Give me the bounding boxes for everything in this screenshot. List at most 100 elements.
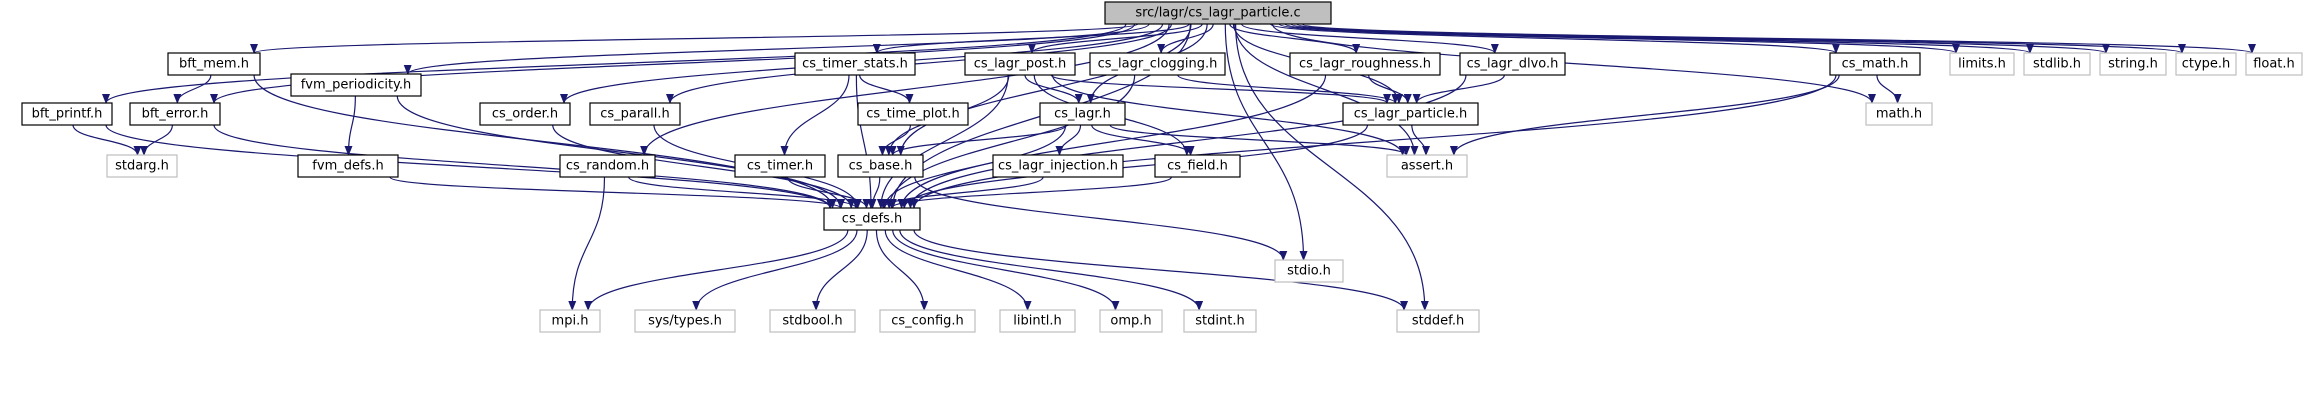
node-box (2245, 52, 2303, 76)
node-label: stddef.h (1412, 314, 1464, 329)
edge-cs_lagr_particle_h-to-cs_defs (900, 124, 1369, 209)
node-cs-lagr-roughness[interactable]: cs_lagr_roughness.h (1289, 52, 1441, 76)
node-box (1154, 154, 1241, 178)
edge-cs_lagr_post-to-cs_lagr_particle_h (1050, 74, 1391, 104)
node-label: bft_mem.h (179, 57, 249, 72)
node-box (539, 309, 601, 333)
node-box (1039, 102, 1126, 126)
node-label: omp.h (1110, 314, 1151, 329)
edge-fvm_periodicity-to-cs_defs (396, 95, 845, 209)
edge-root-to-stddef (1235, 23, 1429, 311)
node-fvm-defs[interactable]: fvm_defs.h (297, 154, 399, 178)
node-box (634, 309, 736, 333)
edge-root-to-stdio (1224, 23, 1308, 261)
node-box (129, 102, 221, 126)
node-cs-order[interactable]: cs_order.h (479, 102, 571, 126)
node-float: float.h (2245, 52, 2303, 76)
node-bft-mem[interactable]: bft_mem.h (167, 52, 261, 76)
node-label: math.h (1876, 107, 1922, 122)
node-box (106, 154, 178, 178)
node-cs-timer[interactable]: cs_timer.h (734, 154, 826, 178)
node-box (2023, 52, 2091, 76)
node-cs-lagr-dlvo[interactable]: cs_lagr_dlvo.h (1459, 52, 1566, 76)
node-cs-defs[interactable]: cs_defs.h (823, 207, 921, 231)
node-omp: omp.h (1099, 309, 1163, 333)
node-fvm-periodicity[interactable]: fvm_periodicity.h (290, 73, 422, 97)
node-bft-error[interactable]: bft_error.h (129, 102, 221, 126)
node-label: stdbool.h (782, 314, 842, 329)
node-stdint: stdint.h (1183, 309, 1257, 333)
edge-cs_lagr-to-cs_base (888, 124, 1067, 156)
node-box (1342, 102, 1479, 126)
node-label: bft_printf.h (32, 107, 103, 122)
node-cs-field[interactable]: cs_field.h (1154, 154, 1241, 178)
edge-root-to-assert (1234, 23, 1419, 156)
edge-layer (72, 23, 2256, 311)
edge-cs_lagr_clogging-to-cs_lagr_particle_h (1177, 74, 1400, 104)
node-box (823, 207, 921, 231)
node-cs-math[interactable]: cs_math.h (1829, 52, 1921, 76)
node-box (1949, 52, 2015, 76)
node-label: cs_defs.h (842, 212, 902, 227)
edge-cs_lagr_particle_h-to-assert (1411, 124, 1431, 156)
node-cs-lagr-post[interactable]: cs_lagr_post.h (964, 52, 1076, 76)
node-box (879, 309, 976, 333)
node-cs-lagr[interactable]: cs_lagr.h (1039, 102, 1126, 126)
edge-cs_lagr_dlvo-to-cs_lagr_particle_h (1412, 74, 1505, 104)
node-bft-printf[interactable]: bft_printf.h (21, 102, 113, 126)
node-box (1386, 154, 1468, 178)
node-label: cs_base.h (849, 159, 913, 174)
edge-cs_defs-to-stdint (899, 229, 1204, 311)
node-box (589, 102, 681, 126)
node-cs-base[interactable]: cs_base.h (837, 154, 924, 178)
edge-root-to-cs_lagr_post (1027, 23, 1203, 54)
node-math: math.h (1865, 102, 1933, 126)
node-box (999, 309, 1076, 333)
node-box (769, 309, 856, 333)
edge-bft_printf-to-stdarg (72, 124, 142, 156)
node-label: cs_timer_stats.h (802, 57, 908, 72)
edge-cs_base-to-cs_defs (868, 176, 881, 209)
edge-cs_defs-to-omp (892, 229, 1120, 311)
edge-cs_defs-to-stddef (913, 229, 1408, 311)
node-cs-timer-stats[interactable]: cs_timer_stats.h (794, 52, 916, 76)
edge-cs_order-to-cs_defs (552, 124, 856, 209)
edge-cs_timer_stats-to-cs_time_plot (859, 74, 914, 104)
edge-bft_error-to-stdarg (139, 124, 173, 156)
edge-cs_time_plot-to-cs_base (878, 124, 911, 156)
node-box (837, 154, 924, 178)
node-cs-time-plot[interactable]: cs_time_plot.h (857, 102, 969, 126)
node-label: cs_parall.h (600, 107, 670, 122)
node-box (2175, 52, 2237, 76)
node-box (964, 52, 1076, 76)
edge-bft_error-to-cs_defs (213, 124, 835, 209)
node-label: cs_random.h (566, 159, 649, 174)
edge-cs_timer_stats-to-cs_defs (855, 74, 875, 209)
node-box (794, 52, 916, 76)
node-label: fvm_periodicity.h (301, 78, 412, 93)
node-box (857, 102, 969, 126)
node-cs-parall[interactable]: cs_parall.h (589, 102, 681, 126)
node-cs-lagr-injection[interactable]: cs_lagr_injection.h (992, 154, 1124, 178)
node-label: cs_lagr_post.h (974, 57, 1067, 72)
edge-cs_lagr-to-assert (1109, 124, 1411, 156)
node-cs-lagr-clogging[interactable]: cs_lagr_clogging.h (1089, 52, 1226, 76)
edge-cs_defs-to-cs_config (875, 229, 929, 311)
node-stdio: stdio.h (1274, 259, 1344, 283)
edge-cs_defs-to-libintl (884, 229, 1032, 311)
node-libintl: libintl.h (999, 309, 1076, 333)
node-cs-lagr-particle-h[interactable]: cs_lagr_particle.h (1342, 102, 1479, 126)
edge-cs_lagr_roughness-to-cs_lagr_particle_h (1368, 74, 1412, 104)
node-box (297, 154, 399, 178)
edge-cs_random-to-mpi (568, 176, 606, 311)
node-cs-random[interactable]: cs_random.h (559, 154, 656, 178)
edge-bft_printf-to-cs_defs (105, 124, 834, 209)
edge-cs_lagr_dlvo-to-cs_defs (906, 74, 1467, 209)
node-label: cs_field.h (1167, 159, 1228, 174)
edge-cs_field-to-cs_defs (887, 176, 1173, 209)
node-root[interactable]: src/lagr/cs_lagr_particle.c (1104, 1, 1332, 25)
node-stdarg: stdarg.h (106, 154, 178, 178)
node-label: cs_lagr_roughness.h (1299, 57, 1431, 72)
node-label: ctype.h (2182, 57, 2231, 72)
